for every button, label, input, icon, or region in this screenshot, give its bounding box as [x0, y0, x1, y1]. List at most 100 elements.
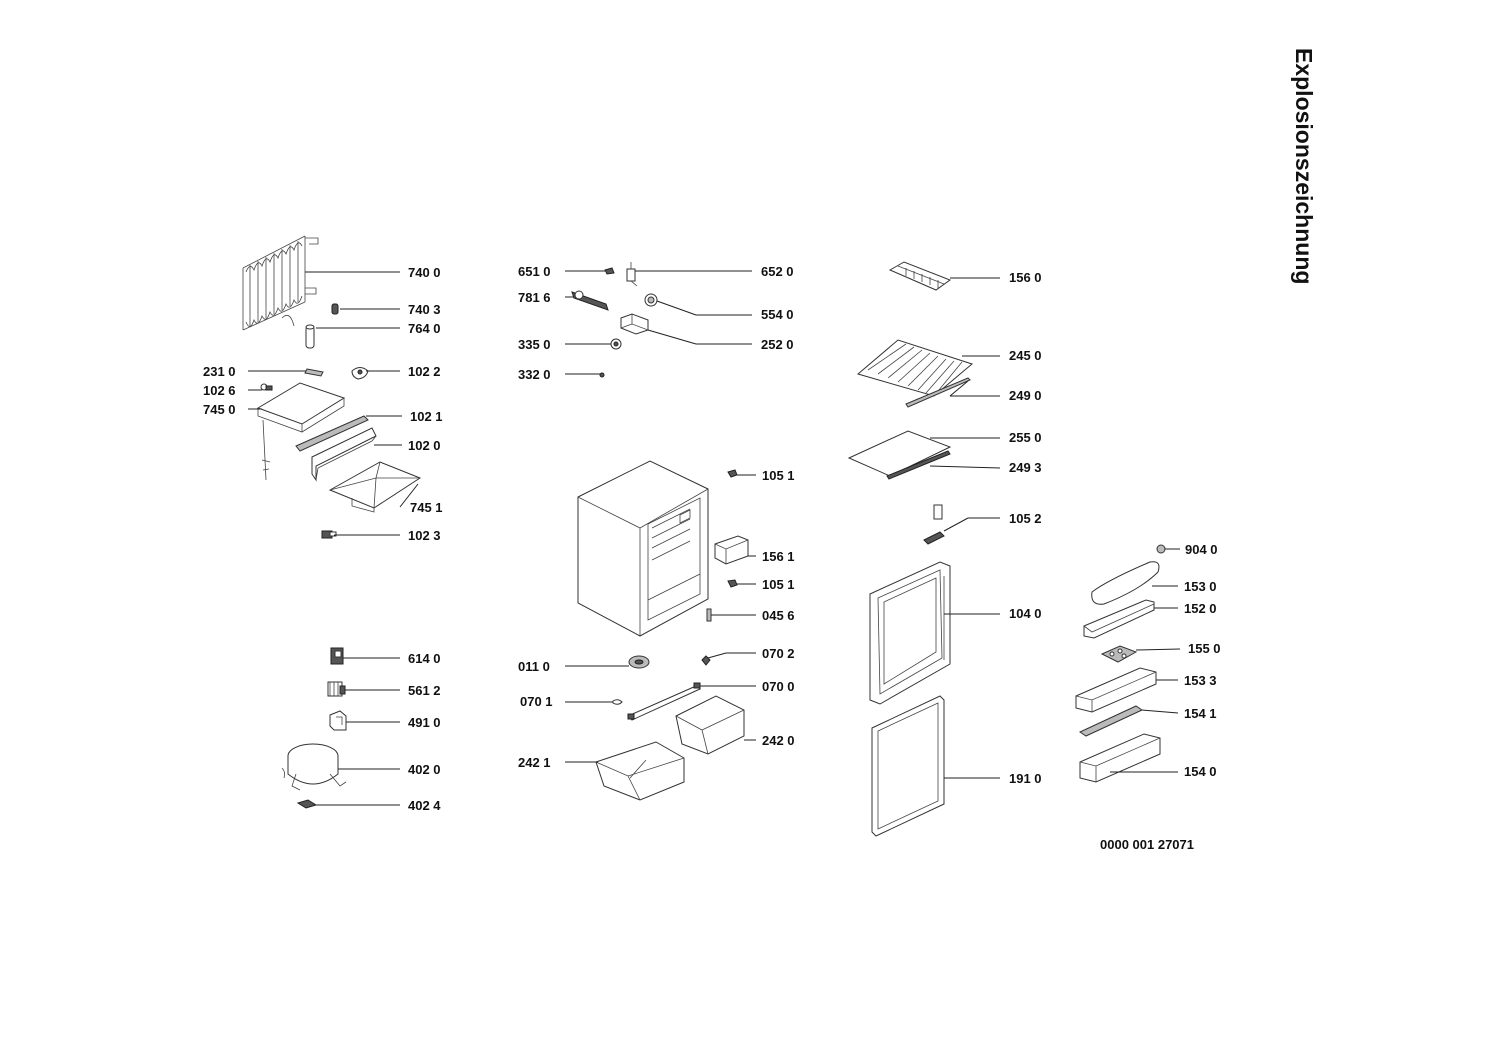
- part-label: 554 0: [761, 307, 794, 322]
- screw-part-drawing: [727, 579, 738, 588]
- part-label: 153 3: [1184, 673, 1217, 688]
- part-label: 249 0: [1009, 388, 1042, 403]
- part-label: 191 0: [1009, 771, 1042, 786]
- part-label: 402 4: [408, 798, 441, 813]
- part-label: 070 0: [762, 679, 795, 694]
- screw-part-drawing: [260, 383, 273, 391]
- clip-part-drawing: [351, 367, 369, 380]
- wire-shelf-drawing: [856, 339, 974, 397]
- thermostat-knob-drawing: [604, 267, 615, 275]
- drip-tray-drawing: [256, 382, 346, 481]
- crisper-drawer-drawing: [595, 741, 685, 801]
- part-label: 070 2: [762, 646, 795, 661]
- compressor-drawing: [281, 743, 347, 791]
- part-label: 781 6: [518, 290, 551, 305]
- part-label: 252 0: [761, 337, 794, 352]
- part-label: 335 0: [518, 337, 551, 352]
- part-label: 651 0: [518, 264, 551, 279]
- pin-part-drawing: [701, 655, 711, 666]
- part-drawings: [242, 235, 1166, 837]
- part-label: 740 0: [408, 265, 441, 280]
- part-label: 102 6: [203, 383, 236, 398]
- nut-part-drawing: [610, 338, 622, 350]
- bracket-part-drawing: [304, 368, 324, 377]
- knob-part-drawing: [1156, 544, 1166, 554]
- thermostat-housing-drawing: [620, 313, 649, 335]
- bottom-door-shelf-drawing: [1079, 733, 1161, 783]
- condenser-drawing: [242, 235, 319, 331]
- part-label: 045 6: [762, 608, 795, 623]
- gasket-drawing: [871, 695, 945, 837]
- part-label: 764 0: [408, 321, 441, 336]
- front-frame-drawing: [311, 427, 377, 482]
- part-label: 152 0: [1184, 601, 1217, 616]
- cabinet-drawing: [577, 460, 709, 637]
- part-label: 245 0: [1009, 348, 1042, 363]
- part-label: 249 3: [1009, 460, 1042, 475]
- pin-part-drawing: [599, 372, 605, 378]
- part-label: 652 0: [761, 264, 794, 279]
- part-label: 614 0: [408, 651, 441, 666]
- part-labels: 740 0 740 3 764 0 231 0 102 2 102 6 745 …: [203, 264, 1221, 813]
- thermostat-drawing: [626, 262, 638, 287]
- part-label: 745 1: [410, 500, 443, 515]
- ice-tray-drawing: [888, 261, 952, 291]
- shelf-strip-drawing: [905, 377, 971, 408]
- part-label: 154 0: [1184, 764, 1217, 779]
- screw-part-drawing: [727, 469, 738, 478]
- filter-drier-part-drawing: [331, 303, 339, 315]
- lamp-socket-drawing: [571, 290, 609, 311]
- part-label: 155 0: [1188, 641, 1221, 656]
- part-label: 102 3: [408, 528, 441, 543]
- glass-shelf-drawing: [847, 430, 952, 477]
- part-label: 070 1: [520, 694, 553, 709]
- part-label: 231 0: [203, 364, 236, 379]
- part-label: 156 0: [1009, 270, 1042, 285]
- part-label: 011 0: [518, 659, 550, 674]
- part-label: 102 1: [410, 409, 443, 424]
- part-label: 105 1: [762, 577, 795, 592]
- grommet-part-drawing: [296, 799, 318, 809]
- shelf-strip-drawing: [886, 450, 951, 480]
- part-label: 156 1: [762, 549, 795, 564]
- bar-part-drawing: [627, 682, 701, 721]
- part-label: 104 0: [1009, 606, 1042, 621]
- part-label: 154 1: [1184, 706, 1217, 721]
- rail-part-drawing: [295, 415, 369, 452]
- dairy-cover-drawing: [1091, 561, 1160, 605]
- part-label: 102 2: [408, 364, 441, 379]
- part-label: 242 0: [762, 733, 795, 748]
- door-drawing: [869, 561, 951, 705]
- lamp-drawing: [644, 293, 658, 307]
- part-label: 402 0: [408, 762, 441, 777]
- crisper-drawer-drawing: [675, 695, 745, 755]
- foot-part-drawing: [706, 608, 712, 622]
- part-label: 561 2: [408, 683, 441, 698]
- relay-part-drawing: [330, 647, 344, 665]
- part-label: 904 0: [1185, 542, 1218, 557]
- tube-part-drawing: [305, 324, 315, 349]
- part-label: 153 0: [1184, 579, 1217, 594]
- door-shelf-drawing: [1083, 599, 1155, 639]
- egg-tray-drawing: [1100, 645, 1138, 663]
- document-number: 0000 001 27071: [1100, 837, 1194, 852]
- freezer-drawer-drawing: [714, 535, 749, 565]
- cover-part-drawing: [329, 710, 347, 731]
- part-label: 745 0: [203, 402, 236, 417]
- leader-lines: [248, 270, 1181, 806]
- fan-grille-drawing: [628, 655, 650, 669]
- part-label: 105 1: [762, 468, 795, 483]
- hinge-bracket-drawing: [923, 504, 945, 545]
- part-label: 242 1: [518, 755, 551, 770]
- hinge-part-drawing: [321, 530, 337, 539]
- part-label: 255 0: [1009, 430, 1042, 445]
- part-label: 332 0: [518, 367, 551, 382]
- part-label: 491 0: [408, 715, 441, 730]
- bottle-shelf-drawing: [1075, 667, 1157, 713]
- spacer-part-drawing: [612, 699, 623, 705]
- part-label: 102 0: [408, 438, 441, 453]
- part-label: 105 2: [1009, 511, 1042, 526]
- part-label: 740 3: [408, 302, 441, 317]
- evaporator-tray-drawing: [328, 461, 422, 513]
